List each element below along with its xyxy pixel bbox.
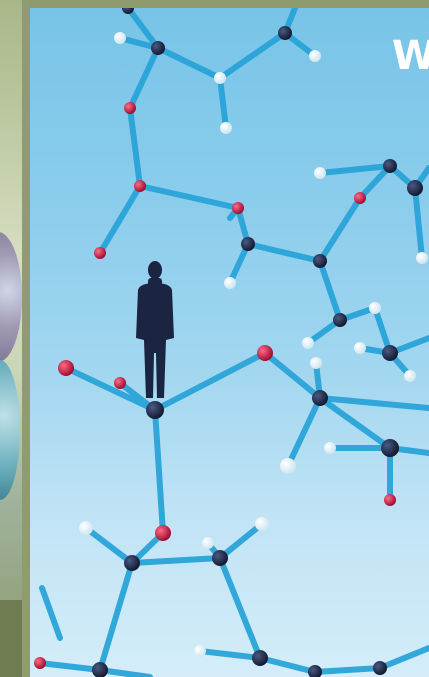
teal-sphere bbox=[0, 360, 20, 500]
headline-text: W bbox=[391, 33, 429, 79]
molecule-photo: W bbox=[30, 8, 429, 677]
molecule-model-icon bbox=[34, 8, 429, 677]
dark-band bbox=[0, 600, 22, 677]
left-image-strip bbox=[0, 0, 22, 677]
human-figure-icon bbox=[136, 261, 174, 398]
purple-sphere bbox=[0, 232, 22, 362]
frame-gap bbox=[22, 0, 30, 677]
